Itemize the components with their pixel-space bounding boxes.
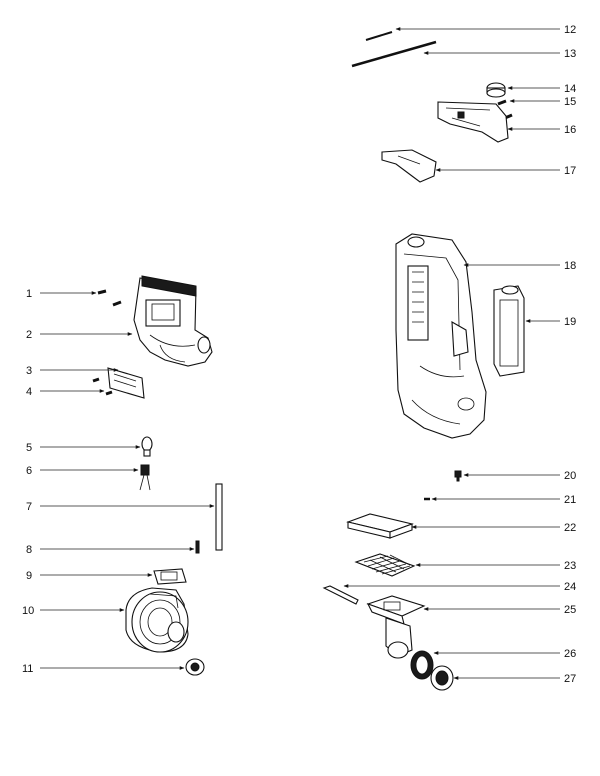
leader-lines-right (343, 27, 560, 680)
label-4: 4 (26, 386, 32, 398)
part-24-lever (322, 585, 359, 605)
label-8: 8 (26, 544, 32, 556)
label-11: 11 (22, 663, 33, 675)
part-7-rod (215, 483, 223, 551)
label-17: 17 (564, 165, 576, 177)
label-23: 23 (564, 560, 576, 572)
part-20-screw (454, 470, 462, 482)
label-27: 27 (564, 673, 576, 685)
label-3: 3 (26, 365, 32, 377)
part-12-rod (365, 31, 393, 41)
part-26-ring (410, 650, 434, 680)
part-8-pin (195, 540, 200, 554)
label-6: 6 (26, 465, 32, 477)
label-9: 9 (26, 570, 32, 582)
label-19: 19 (564, 316, 576, 328)
label-7: 7 (26, 501, 32, 513)
label-1: 1 (26, 288, 32, 300)
label-25: 25 (564, 604, 576, 616)
label-18: 18 (564, 260, 576, 272)
label-20: 20 (564, 470, 576, 482)
part-11-fitting (185, 658, 205, 676)
part-4-screw (92, 377, 113, 396)
part-19-filter-frame (493, 285, 525, 377)
label-10: 10 (22, 605, 34, 617)
part-16-handle-top (437, 101, 509, 143)
label-26: 26 (564, 648, 576, 660)
label-22: 22 (564, 522, 576, 534)
part-1-screws (97, 289, 122, 307)
label-16: 16 (564, 124, 576, 136)
part-14-knob (486, 82, 506, 98)
part-22-filter-pad (346, 513, 414, 539)
part-13-strip (351, 40, 437, 68)
part-18-main-body (395, 233, 487, 439)
part-10-motor (125, 587, 189, 653)
part-2-housing (133, 275, 213, 367)
labels-left: 1 2 3 4 5 6 7 8 9 10 11 (22, 288, 34, 675)
part-23-grille (354, 553, 416, 577)
part-9-motor-cap (153, 568, 187, 585)
label-2: 2 (26, 329, 32, 341)
part-17-bracket (381, 149, 437, 183)
label-5: 5 (26, 442, 32, 454)
label-24: 24 (564, 581, 576, 593)
part-3-cover (107, 367, 145, 399)
label-14: 14 (564, 83, 576, 95)
part-5-bulb (141, 436, 153, 457)
part-27-washer (430, 665, 454, 691)
part-6-socket (139, 464, 151, 491)
part-25-exhaust-housing (366, 595, 426, 659)
label-12: 12 (564, 24, 576, 36)
label-13: 13 (564, 48, 576, 60)
leader-lines-left (40, 291, 215, 670)
label-15: 15 (564, 96, 576, 108)
labels-right: 12 13 14 15 16 17 18 19 20 21 22 23 24 2… (564, 24, 576, 685)
label-21: 21 (564, 494, 576, 506)
